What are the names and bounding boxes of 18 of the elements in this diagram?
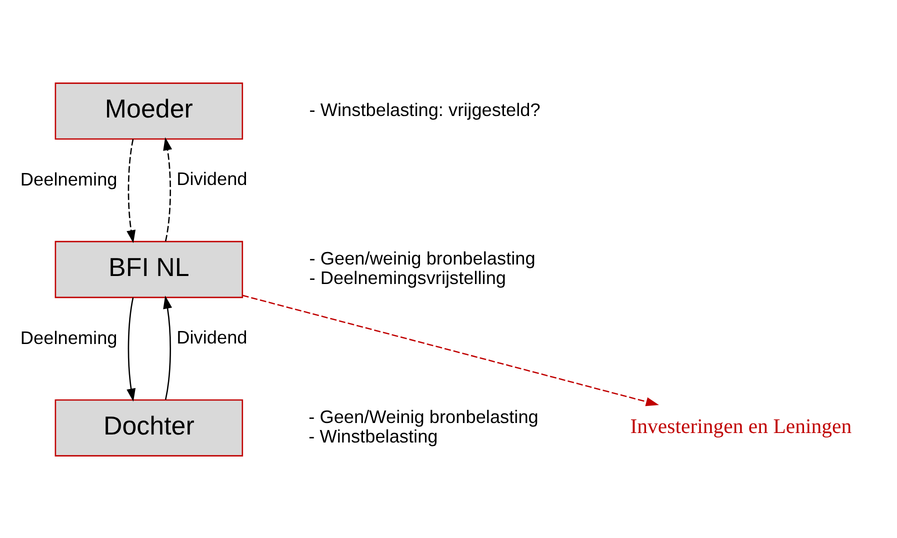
node-label: - Deelnemingsvrijstelling <box>308 268 506 288</box>
node-box: Moeder <box>54 82 243 140</box>
arrow <box>126 296 136 402</box>
node-text: Investeringen en Leningen <box>630 414 852 438</box>
edge-label: Deelneming <box>20 327 117 348</box>
node-label: - Winstbelasting: vrijgesteld? <box>308 99 540 120</box>
edge-label: Dividend <box>176 326 247 347</box>
edge-label: Dividend <box>176 168 247 189</box>
node-label: - Geen/Weinig bronbelasting <box>308 406 538 426</box>
arrow <box>126 138 136 243</box>
edge-label: Deelneming <box>20 169 117 190</box>
node-label: - Geen/weinig bronbelasting <box>308 248 535 268</box>
arrow <box>162 136 172 241</box>
arrow <box>242 294 658 406</box>
node-box: BFI NL <box>54 240 243 298</box>
node-box: Dochter <box>54 398 243 456</box>
node-label: - Winstbelasting <box>308 426 438 446</box>
arrow <box>162 295 172 400</box>
